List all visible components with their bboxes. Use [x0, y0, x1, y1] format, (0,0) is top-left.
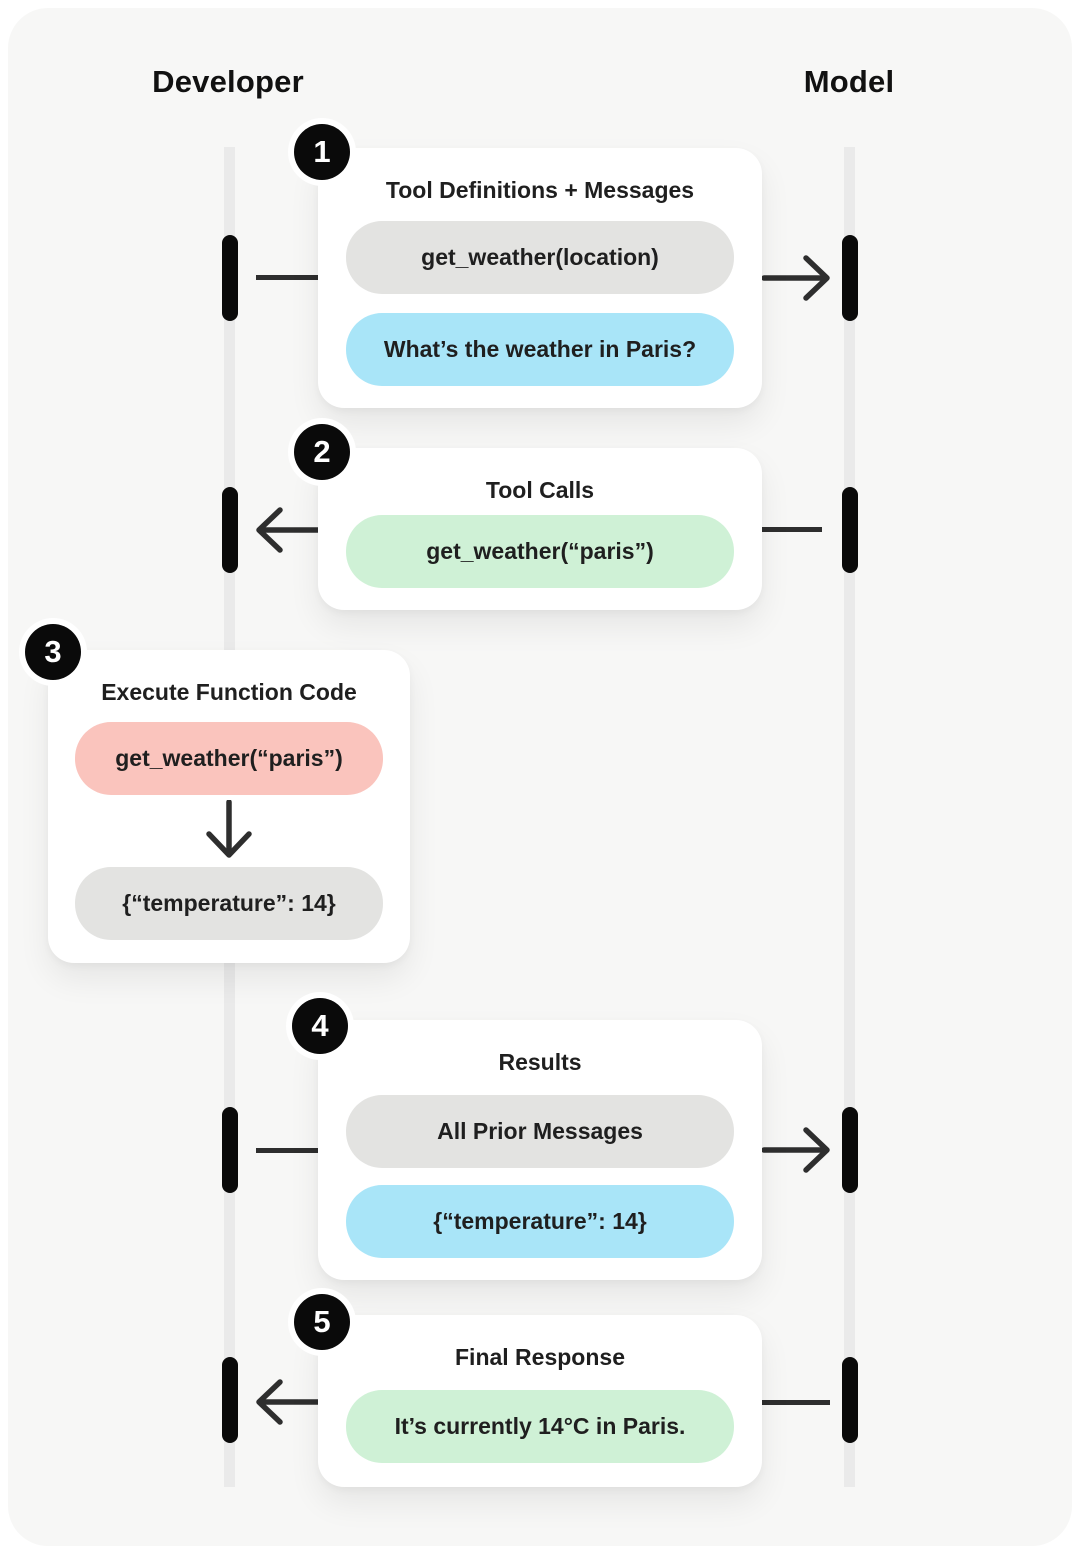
pill-text: All Prior Messages — [437, 1118, 643, 1144]
pill-user-message: What’s the weather in Paris? — [346, 313, 734, 386]
pill-text: get_weather(“paris”) — [115, 745, 343, 771]
step-number: 3 — [44, 634, 62, 669]
pill-function-result: {“temperature”: 14} — [75, 867, 383, 940]
developer-activation-bar — [222, 235, 238, 321]
step-badge-4: 4 — [292, 998, 348, 1054]
arrow-down-icon — [206, 800, 252, 858]
pill-prior-messages: All Prior Messages — [346, 1095, 734, 1168]
pill-tool-call: get_weather(“paris”) — [346, 515, 734, 588]
step-badge-2: 2 — [294, 424, 350, 480]
step-card-tool-calls: Tool Calls get_weather(“paris”) — [318, 448, 762, 610]
step-card-execute-function: Execute Function Code get_weather(“paris… — [48, 650, 410, 963]
arrow-left-icon — [256, 507, 324, 553]
pill-result-message: {“temperature”: 14} — [346, 1185, 734, 1258]
card-title: Results — [498, 1049, 582, 1075]
arrow-left-icon — [256, 1379, 324, 1425]
pill-text: get_weather(“paris”) — [426, 538, 654, 564]
step-card-tool-definitions: Tool Definitions + Messages get_weather(… — [318, 148, 762, 408]
developer-activation-bar — [222, 1357, 238, 1443]
pill-text: {“temperature”: 14} — [122, 890, 336, 916]
pill-text: get_weather(location) — [421, 244, 659, 270]
pill-tool-definition: get_weather(location) — [346, 221, 734, 294]
actor-label-model: Model — [803, 64, 895, 99]
developer-activation-bar — [222, 487, 238, 573]
step-badge-3: 3 — [25, 624, 81, 680]
arrow-right-icon — [762, 1127, 830, 1173]
pill-final-response: It’s currently 14°C in Paris. — [346, 1390, 734, 1463]
pill-text: It’s currently 14°C in Paris. — [394, 1413, 686, 1439]
step-number: 5 — [313, 1304, 331, 1339]
card-title: Tool Definitions + Messages — [385, 177, 695, 203]
line-developer-to-card4 — [256, 1148, 318, 1153]
step-badge-1: 1 — [294, 124, 350, 180]
line-model-to-card5 — [762, 1400, 830, 1405]
pill-text: {“temperature”: 14} — [433, 1208, 647, 1234]
line-developer-to-card1 — [256, 275, 318, 280]
step-number: 4 — [311, 1008, 329, 1043]
developer-activation-bar — [222, 1107, 238, 1193]
step-badge-5: 5 — [294, 1294, 350, 1350]
step-number: 1 — [313, 134, 331, 169]
model-lifeline — [844, 147, 855, 1487]
card-title: Final Response — [455, 1344, 625, 1370]
model-activation-bar — [842, 487, 858, 573]
line-model-to-card2 — [762, 527, 822, 532]
step-card-results: Results All Prior Messages {“temperature… — [318, 1020, 762, 1280]
step-number: 2 — [313, 434, 331, 469]
arrow-right-icon — [762, 255, 830, 301]
pill-function-execution: get_weather(“paris”) — [75, 722, 383, 795]
pill-text: What’s the weather in Paris? — [383, 336, 697, 362]
model-activation-bar — [842, 1107, 858, 1193]
step-card-final-response: Final Response It’s currently 14°C in Pa… — [318, 1315, 762, 1487]
model-activation-bar — [842, 235, 858, 321]
card-title: Tool Calls — [485, 477, 595, 503]
card-title: Execute Function Code — [101, 679, 357, 705]
actor-label-developer: Developer — [152, 64, 304, 99]
model-activation-bar — [842, 1357, 858, 1443]
